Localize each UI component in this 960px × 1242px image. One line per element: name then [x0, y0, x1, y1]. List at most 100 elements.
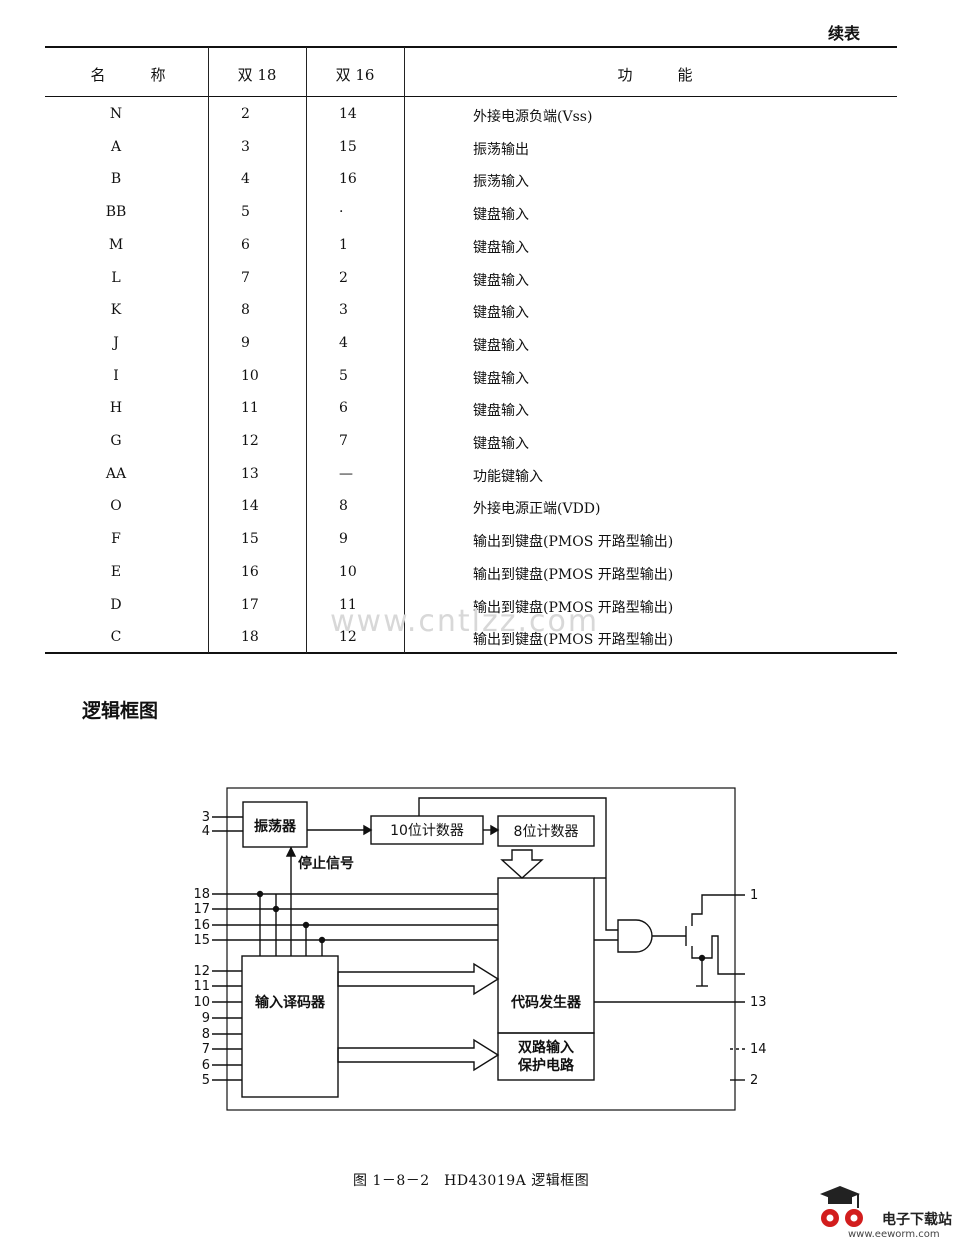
pin-label: 8 [202, 1027, 210, 1042]
cell-function: 键盘输入 [473, 370, 529, 387]
cell-function: 输出到键盘(PMOS 开路型输出) [473, 566, 674, 583]
right-arrow-icon [337, 1038, 500, 1072]
pin-label: 12 [193, 964, 210, 979]
pin-label: 13 [750, 995, 767, 1010]
pin-label: 18 [193, 887, 210, 902]
logic-block-diagram: 振荡器 10位计数器 8位计数器 代码发生器 双路输入 保护电路 输入译码器 停… [193, 787, 767, 1111]
table-row: B 4 16 振荡输入 [45, 171, 897, 204]
cell-function: 功能键输入 [473, 468, 543, 485]
junction-dot [272, 905, 280, 913]
cell-name: BB [105, 204, 127, 221]
table-header-rule [45, 96, 897, 97]
cell-dual16: 8 [339, 498, 348, 515]
decoder-input-wires [212, 970, 242, 1081]
pin-label: 3 [202, 810, 210, 825]
arrow-icon [363, 824, 373, 836]
down-arrow-icon [500, 849, 544, 879]
pin-label: 1 [750, 888, 758, 903]
logo-brand: 电子下载站 [882, 1212, 952, 1228]
junction-dot [256, 890, 264, 898]
cell-function: 振荡输出 [473, 141, 529, 158]
cell-function: 振荡输入 [473, 174, 529, 191]
cell-dual18: 11 [241, 400, 259, 417]
pin-label: 10 [193, 995, 210, 1010]
header-dual16: 双 16 [335, 66, 375, 84]
cell-name: N [109, 106, 123, 122]
cell-dual16: 3 [339, 302, 348, 319]
cell-name: M [108, 236, 124, 253]
protection-block [497, 1032, 595, 1081]
cell-dual18: 3 [241, 138, 250, 155]
cell-dual18: 6 [241, 236, 250, 253]
cell-dual16: 7 [339, 433, 348, 449]
cell-dual16: 16 [339, 171, 357, 188]
column-divider [208, 47, 209, 653]
cell-name: H [109, 400, 123, 417]
pin-label: 17 [193, 902, 210, 917]
cell-function: 输出到键盘(PMOS 开路型输出) [473, 599, 674, 616]
cell-dual18: 10 [241, 367, 259, 384]
pin-label: 9 [202, 1011, 210, 1026]
cell-dual18: 18 [241, 629, 259, 646]
pin-label: 5 [202, 1073, 210, 1088]
cell-function: 键盘输入 [473, 337, 529, 354]
section-title: 逻辑框图 [82, 700, 159, 722]
transistor-channel [691, 935, 745, 975]
protection-label-1: 双路输入 [518, 1039, 574, 1056]
feedback-wire [418, 797, 618, 931]
cell-function: 输出到键盘(PMOS 开路型输出) [473, 632, 674, 649]
cell-dual16: 4 [339, 334, 348, 351]
arrow-icon [285, 846, 297, 857]
and-gate-icon [617, 919, 653, 953]
cell-dual16: 6 [339, 400, 348, 417]
counter10-label: 10位计数器 [390, 823, 464, 839]
arrow-icon [490, 824, 500, 836]
cell-name: A [110, 138, 122, 155]
pin-label: 2 [750, 1073, 758, 1088]
cell-dual16: 5 [339, 367, 348, 384]
cell-name: B [110, 171, 122, 188]
cell-name: G [110, 433, 122, 449]
junction-dot [302, 921, 310, 929]
cell-name: C [110, 629, 122, 646]
cell-function: 输出到键盘(PMOS 开路型输出) [473, 534, 674, 551]
cell-dual18: 12 [241, 433, 259, 449]
cell-name: K [110, 302, 122, 319]
junction-dot [698, 954, 706, 962]
table-bottom-rule [45, 652, 897, 654]
decoder-block [241, 955, 339, 1098]
stop-signal-label: 停止信号 [298, 855, 354, 872]
cell-function: 键盘输入 [473, 436, 529, 452]
cell-function: 外接电源负端(Vss) [473, 109, 593, 125]
cell-name: F [111, 531, 121, 548]
cell-function: 键盘输入 [473, 305, 529, 322]
cell-dual18: 5 [241, 204, 250, 221]
cell-dual18: 7 [241, 269, 250, 286]
cell-dual16: 15 [339, 138, 357, 155]
table-row: G 12 7 键盘输入 [45, 433, 897, 466]
pin-label: 15 [193, 933, 210, 948]
header-name: 名 称 [90, 66, 166, 84]
cell-name: I [113, 367, 119, 384]
cell-dual16: 11 [339, 596, 357, 613]
cell-dual18: 17 [241, 596, 259, 613]
figure-caption: 图 1－8－2 HD43019A 逻辑框图 [353, 1173, 590, 1189]
cell-dual18: 4 [241, 171, 250, 188]
pin-label: 4 [202, 824, 210, 839]
cell-dual18: 13 [241, 465, 259, 482]
pin-label: 6 [202, 1058, 210, 1073]
header-dual18: 双 18 [237, 66, 277, 84]
cell-dual18: 2 [241, 106, 250, 122]
cell-name: AA [105, 465, 127, 482]
cell-dual18: 9 [241, 334, 250, 351]
